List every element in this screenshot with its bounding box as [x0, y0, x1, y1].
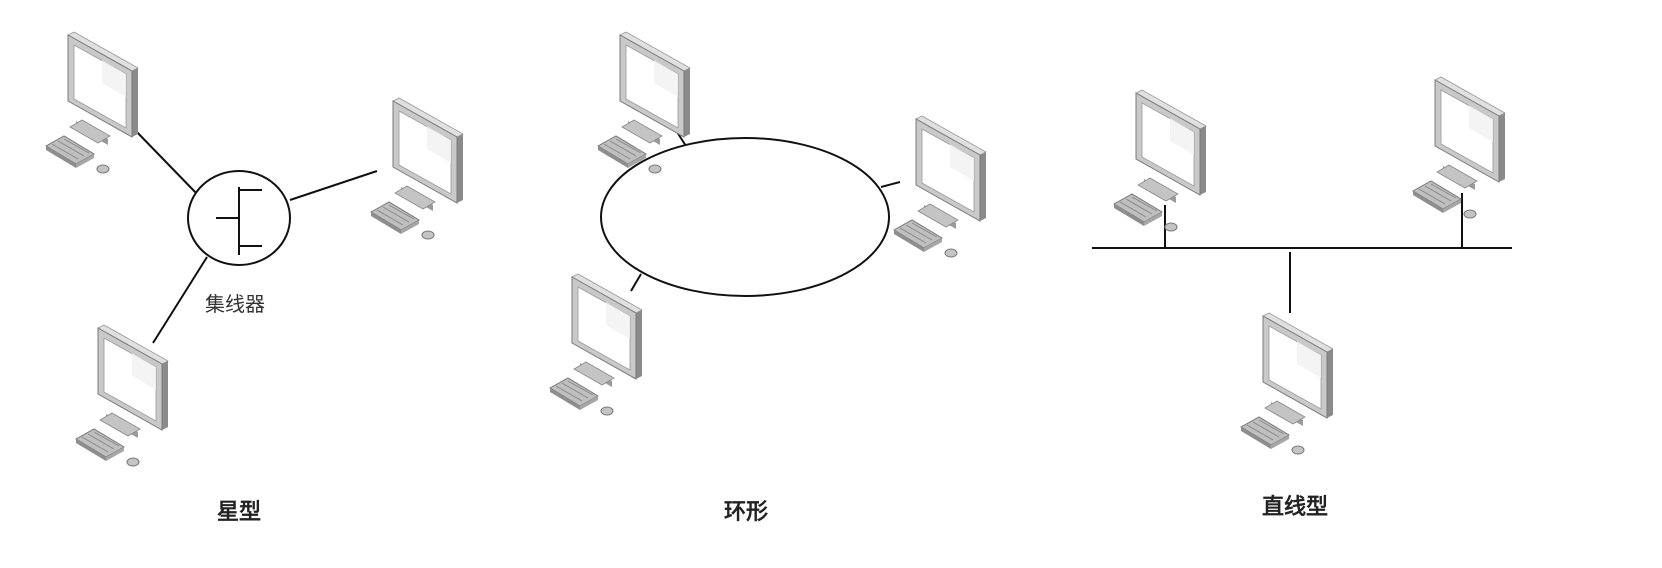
- ring-link-right: [880, 181, 901, 188]
- desktop-computer-icon: [1113, 89, 1207, 232]
- desktop-computer-icon: [1412, 76, 1506, 219]
- star-link-bottom-left: [152, 256, 208, 344]
- star-link-top-left: [132, 127, 199, 196]
- star-topology: [45, 31, 464, 467]
- ring-topology: [549, 31, 987, 416]
- hub-icon: [187, 170, 291, 266]
- desktop-computer-icon: [75, 324, 169, 467]
- desktop-computer-icon: [45, 31, 139, 174]
- ring-caption: 环形: [724, 500, 769, 525]
- desktop-computer-icon: [370, 97, 464, 240]
- star-link-right: [289, 170, 378, 201]
- hub-label: 集线器: [205, 292, 265, 316]
- desktop-computer-icon: [549, 273, 643, 416]
- ring-cable: [600, 137, 890, 297]
- bus-topology: [1092, 76, 1512, 455]
- desktop-computer-icon: [1240, 312, 1334, 455]
- ring-link-bottom: [630, 273, 642, 292]
- bus-caption: 直线型: [1262, 495, 1329, 520]
- star-caption: 星型: [217, 500, 262, 525]
- desktop-computer-icon: [893, 115, 987, 258]
